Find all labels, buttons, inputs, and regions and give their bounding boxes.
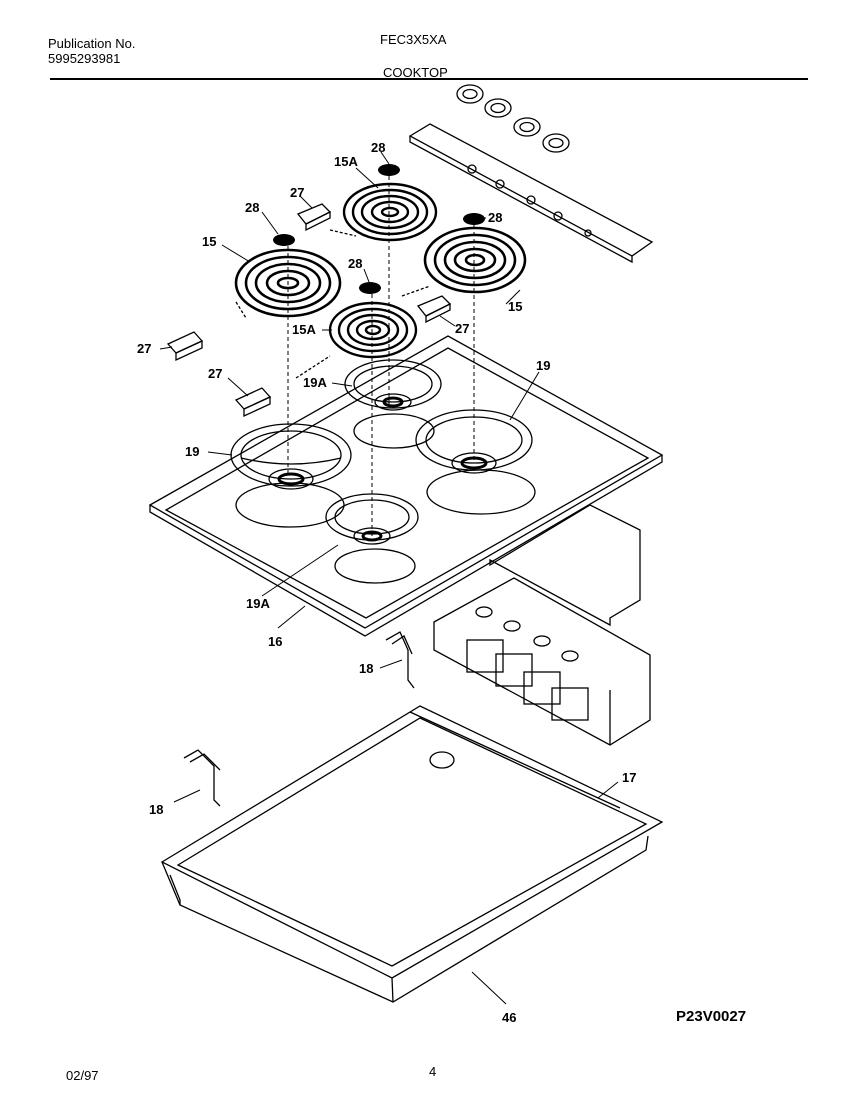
main-top-16: [148, 335, 664, 637]
callout-16: 16: [268, 634, 282, 649]
header-rule: [50, 78, 808, 80]
page-number: 4: [429, 1064, 437, 1079]
switch-housing: [433, 504, 651, 746]
callout-17: 17: [622, 770, 636, 785]
drip-bowl-19-left: [230, 423, 352, 490]
control-knobs: [456, 84, 570, 153]
callout-19-right: 19: [536, 358, 550, 373]
drip-bowl-19a-top: [344, 359, 442, 411]
callout-15a-mid: 15A: [292, 322, 316, 337]
callout-19a-bottom: 19A: [246, 596, 270, 611]
callout-28-d: 28: [348, 256, 362, 271]
callout-19-left: 19: [185, 444, 199, 459]
model-number: FEC3X5XA: [380, 32, 447, 47]
callout-28-a: 28: [371, 140, 385, 155]
callout-18-left: 18: [149, 802, 163, 817]
callout-28-b: 28: [245, 200, 259, 215]
callout-15-right: 15: [508, 299, 522, 314]
callout-15a-top: 15A: [334, 154, 358, 169]
callout-18-top: 18: [359, 661, 373, 676]
callout-27-a: 27: [290, 185, 304, 200]
control-panel: [408, 123, 654, 264]
drawing-id: P23V0027: [676, 1008, 747, 1025]
callout-46: 46: [502, 1010, 516, 1025]
callout-15-left: 15: [202, 234, 216, 249]
callout-27-c: 27: [137, 341, 151, 356]
infinite-switches: [466, 606, 589, 721]
drip-bowl-19-right: [415, 409, 533, 474]
publication-number: 5995293981: [48, 51, 121, 66]
publication-label: Publication No.: [48, 36, 136, 51]
surface-element-15-right: [423, 226, 527, 294]
callout-28-c: 28: [488, 210, 502, 225]
callout-19a-top: 19A: [303, 375, 327, 390]
cooktop-pan-46: [160, 705, 664, 1003]
surface-element-15a-front: [328, 301, 418, 359]
callout-27-b: 27: [455, 321, 469, 336]
section-title: COOKTOP: [383, 65, 448, 80]
bracket-18-left: [183, 749, 221, 807]
trim-rings-28: [273, 164, 485, 294]
surface-element-15a-rear: [342, 182, 438, 242]
terminal-blocks-27: [166, 203, 452, 418]
bracket-18-top: [385, 631, 415, 689]
leader-lines: [159, 151, 619, 1005]
callout-27-d: 27: [208, 366, 222, 381]
drip-bowl-19a-bottom: [325, 493, 419, 545]
callout-labels: 28 15A 27 28 28 15 28 15 27 15A 27 27 19…: [137, 140, 636, 1025]
publication-date: 02/97: [66, 1068, 99, 1083]
